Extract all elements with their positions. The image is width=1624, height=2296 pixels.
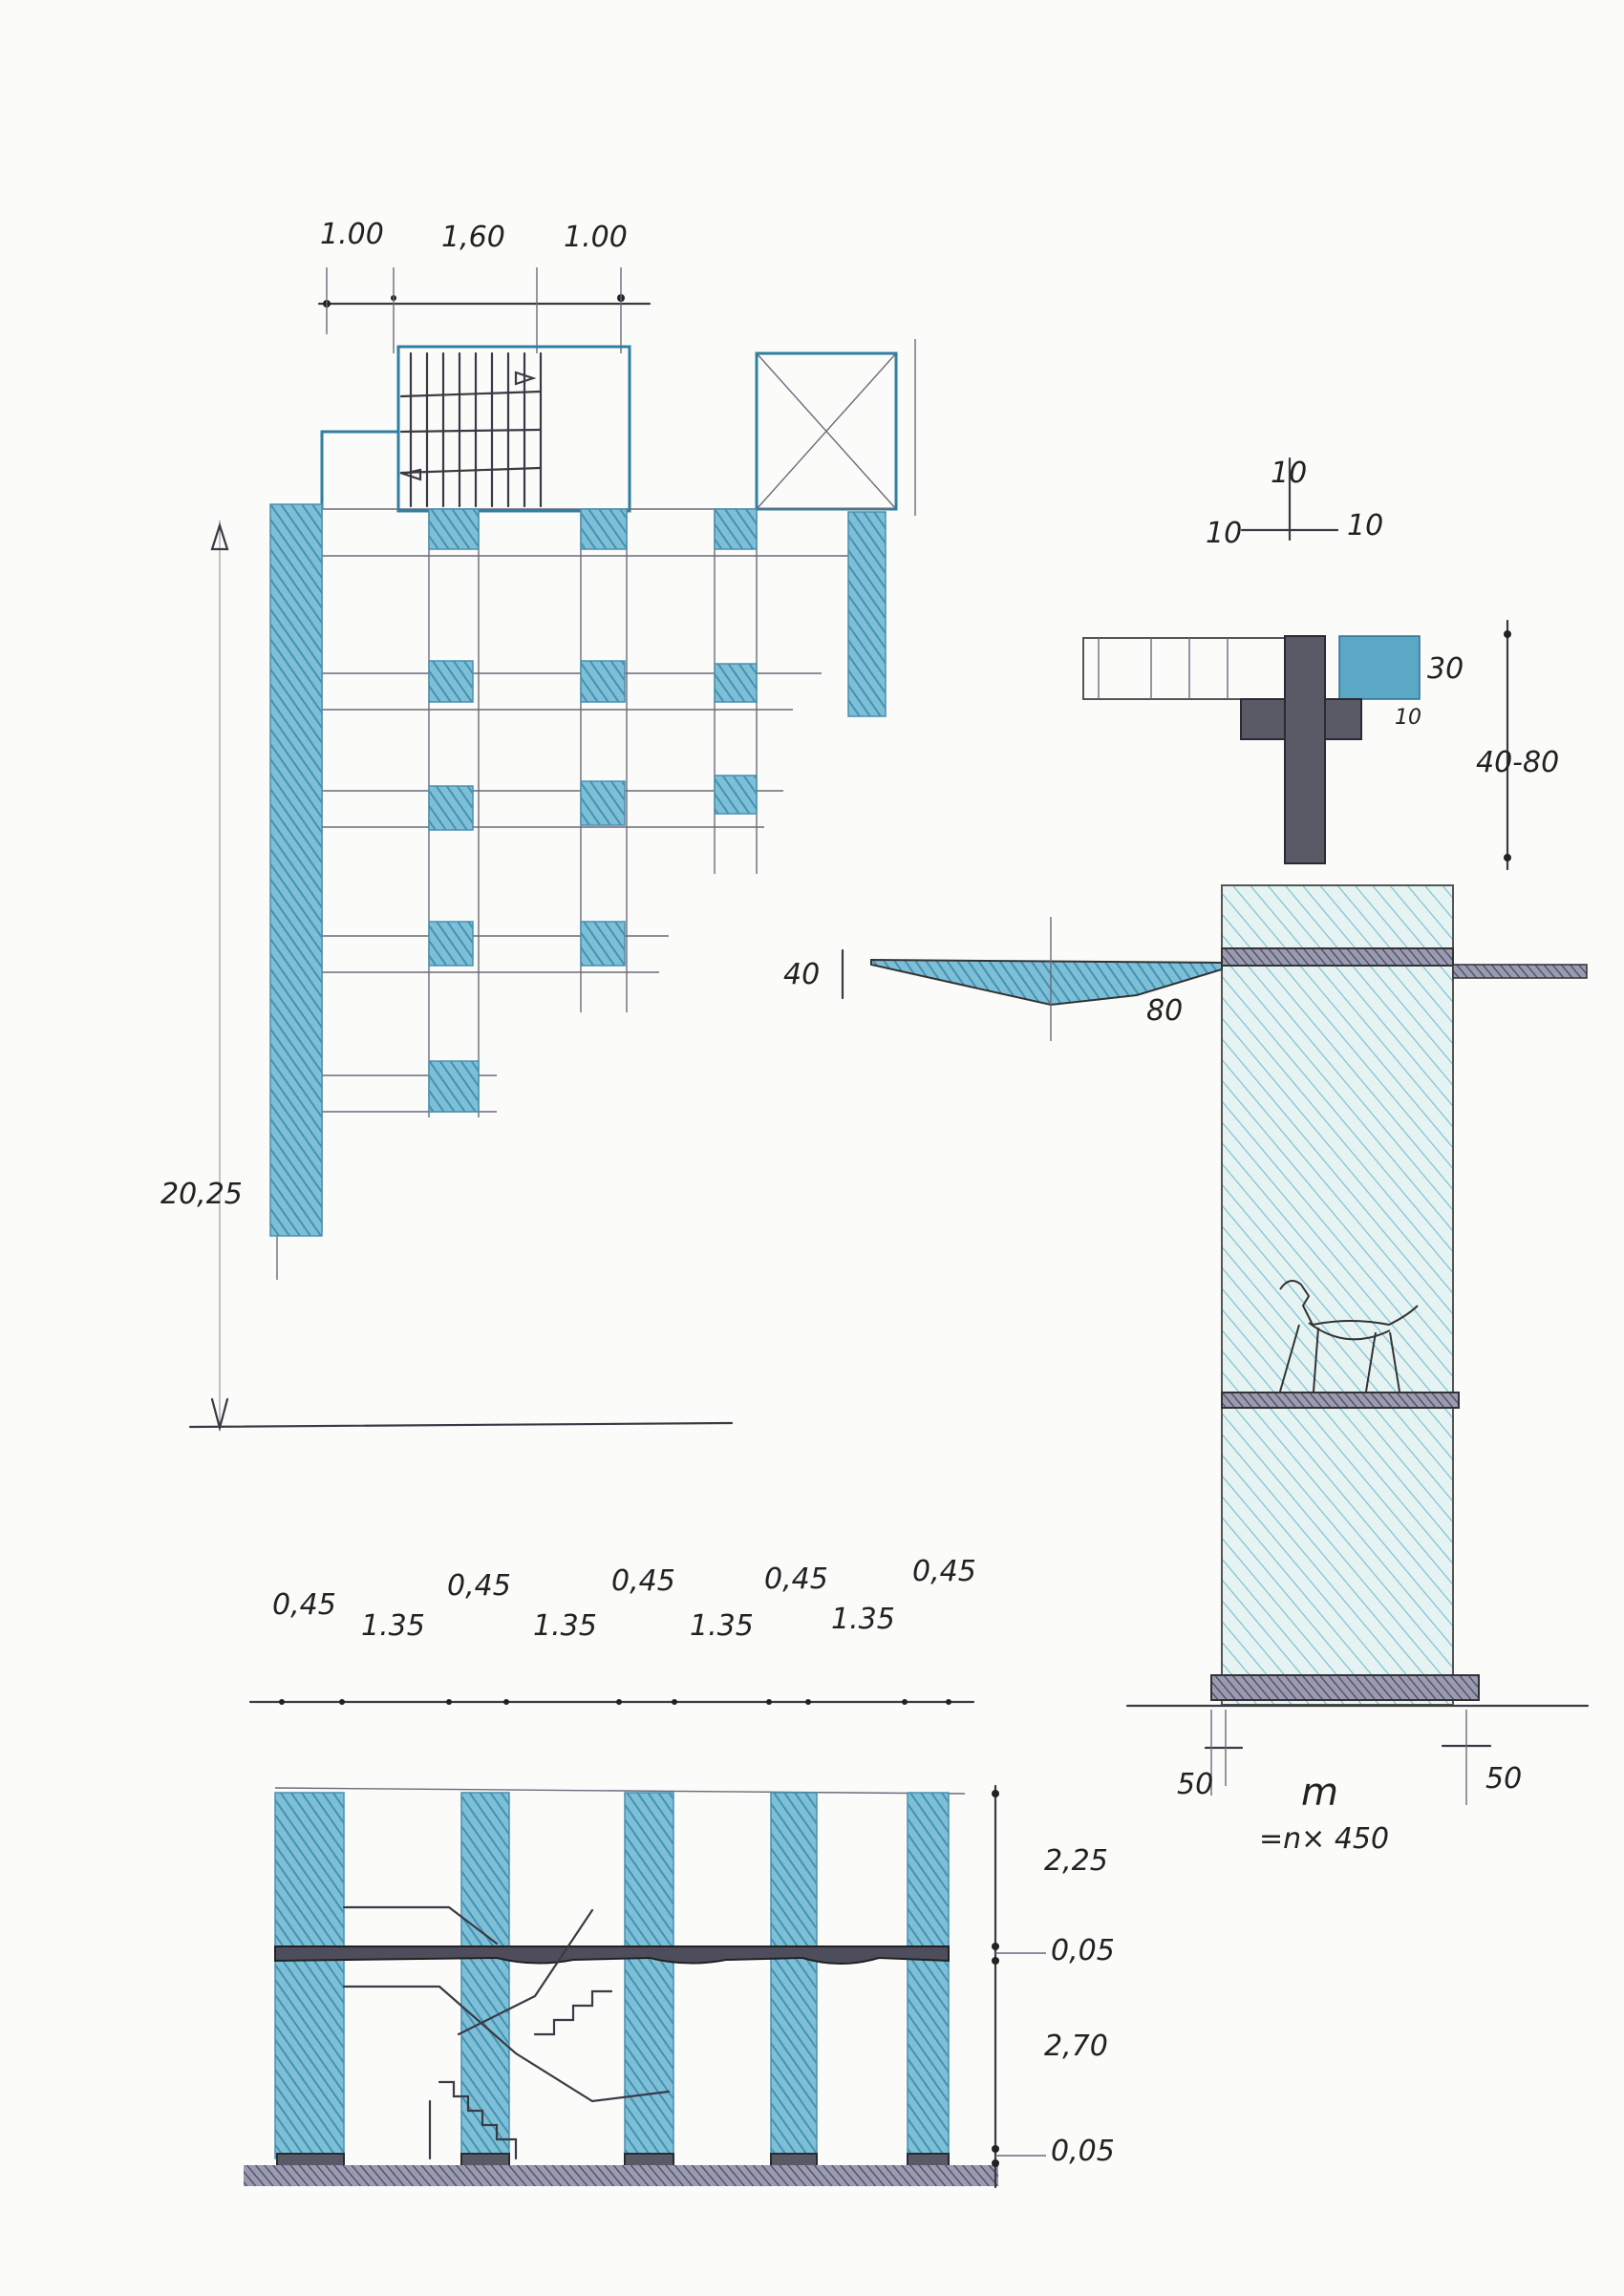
arrow-right-icon — [514, 371, 537, 386]
detail-dim-30: 30 — [1427, 652, 1464, 686]
section-dim: 1.35 — [831, 1603, 895, 1636]
stair-box — [396, 345, 631, 513]
dim-ticks — [279, 1699, 951, 1705]
arrow-left-icon — [398, 468, 422, 481]
height-dim: 0,05 — [1051, 1934, 1115, 1967]
landing-box — [320, 430, 398, 509]
span-label: m — [1301, 1771, 1338, 1815]
ground-line — [188, 1421, 734, 1429]
slab-ribs — [1098, 638, 1229, 699]
stairs — [342, 1905, 671, 2160]
plan-dim-1: 1.00 — [320, 218, 384, 251]
section-dim: 0,45 — [272, 1588, 336, 1622]
dog-figure — [1279, 1280, 1419, 1392]
cantilever-slab — [870, 958, 1223, 1007]
roof-line — [274, 1787, 966, 1795]
base-dim-right: 50 — [1485, 1762, 1522, 1796]
slab-section — [1082, 637, 1290, 700]
span-formula: =n× 450 — [1259, 1822, 1389, 1856]
plan-dim-length: 20,25 — [160, 1178, 243, 1211]
detail-dim-top: 10 — [1271, 457, 1307, 490]
right-stub — [1452, 964, 1588, 979]
height-dim: 2,70 — [1044, 2030, 1108, 2063]
section-elevation: 0,45 1.35 0,45 1.35 0,45 1.35 0,45 1.35 … — [244, 1555, 1115, 2189]
detail-dim-depth: 40-80 — [1476, 746, 1559, 779]
section-dim: 1.35 — [690, 1609, 754, 1643]
section-dim: 0,45 — [447, 1569, 511, 1603]
arrow-up-icon — [210, 521, 229, 551]
height-dim: 0,05 — [1051, 2135, 1115, 2168]
ground-hatch — [244, 2165, 998, 2186]
detail-dim-right: 10 — [1347, 509, 1383, 542]
section-dim: 0,45 — [764, 1563, 828, 1596]
base-pads — [276, 2153, 950, 2168]
top-slab — [1221, 947, 1454, 967]
plan-grid — [270, 508, 888, 1280]
mid-shelf — [1221, 1392, 1460, 1409]
wall-strip — [269, 503, 323, 1237]
section-dim: 1.35 — [361, 1609, 425, 1643]
stair-treads — [399, 351, 543, 508]
section-dim: 0,45 — [912, 1555, 976, 1588]
blue-block — [1338, 635, 1421, 700]
height-dim: 2,25 — [1044, 1844, 1108, 1878]
floor-slab — [274, 1945, 950, 1965]
section-dim: 0,45 — [611, 1564, 675, 1598]
cantilever-dim-80: 80 — [1146, 994, 1183, 1028]
detail-dim-left: 10 — [1206, 517, 1242, 550]
arrow-down-icon — [210, 1397, 229, 1433]
section-dim: 1.35 — [533, 1609, 597, 1643]
plan-dim-3: 1.00 — [564, 221, 628, 254]
tall-shaft — [1221, 884, 1454, 1706]
section-columns — [274, 1792, 950, 2159]
plan-dim-2: 1,60 — [441, 221, 505, 254]
floor-plan: 1.00 1,60 1.00 — [160, 218, 916, 1433]
beam-detail: 10 10 10 30 10 40-80 40 80 — [783, 457, 1590, 1856]
cantilever-dim-40: 40 — [783, 958, 820, 991]
void-cross — [756, 352, 897, 510]
columns — [428, 508, 758, 1113]
base-slab — [1210, 1674, 1480, 1701]
wall-strip — [847, 511, 887, 717]
detail-dim-10: 10 — [1395, 706, 1421, 730]
beam-web — [1284, 635, 1326, 864]
base-dim-left: 50 — [1177, 1768, 1213, 1801]
